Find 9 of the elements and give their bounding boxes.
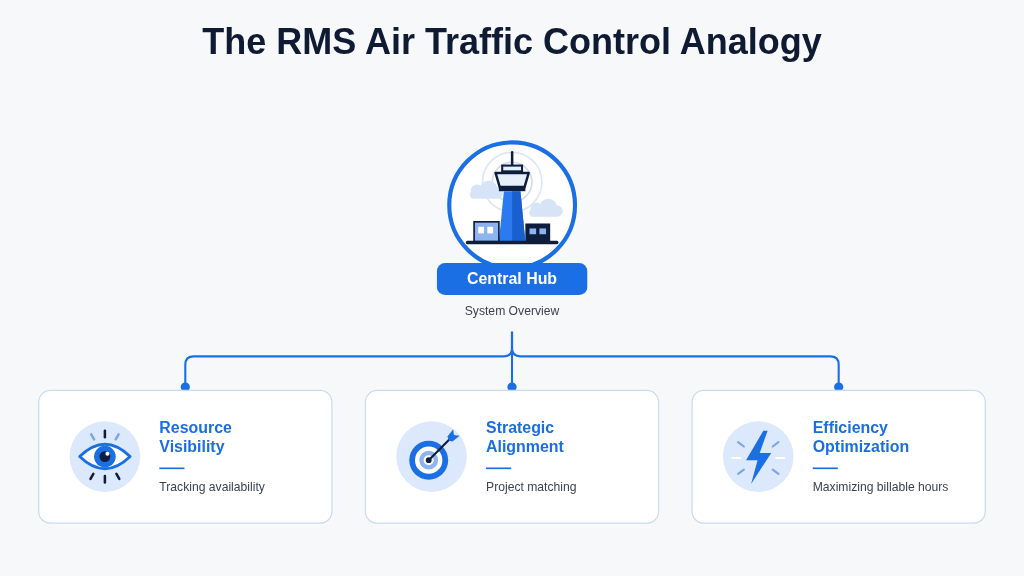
card-heading: Efficiency Optimization [812,418,911,457]
caption-text: System Overview [464,302,560,318]
card-heading: Resource Visibility [159,418,233,457]
card-heading: Strategic Alignment [486,418,565,457]
card-description: Maximizing billable hours [812,478,949,495]
label-pill: Central Hub [436,262,588,295]
card-description: Tracking availability [159,478,265,495]
card-description: Project matching [486,478,577,495]
title: The RMS Air Traffic Control Analogy [202,20,822,64]
